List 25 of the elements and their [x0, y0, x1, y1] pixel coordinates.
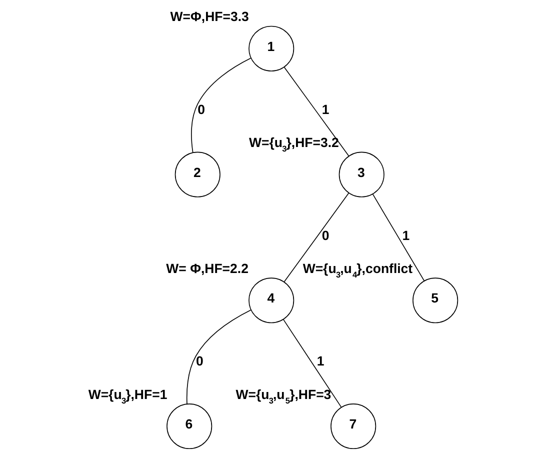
edge-label: 1 [321, 102, 329, 117]
node-circle: 1 [248, 26, 294, 72]
node-circle: 2 [174, 152, 220, 198]
edge-label: 1 [402, 228, 410, 243]
node-circle: 3 [338, 152, 384, 198]
connector [283, 66, 349, 156]
connector [283, 192, 349, 282]
node-circle: 5 [412, 278, 458, 324]
node-label: W={u$_{3}$,u$_{4}$},conflict [302, 260, 412, 280]
connector [282, 319, 342, 408]
edge-label: 0 [321, 228, 329, 243]
node-circle: 6 [166, 404, 212, 450]
node-label: W= Φ,HF=2.2 [166, 260, 248, 276]
node-circle: 7 [330, 404, 376, 450]
connector [190, 58, 251, 153]
node-label: W=Φ,HF=3.3 [170, 9, 248, 24]
node-label: W={u$_{3}$},HF=1 [88, 386, 167, 406]
node-label: W={u$_{3}$},HF=3.2 [248, 135, 338, 154]
edge-label: 1 [316, 354, 324, 369]
connector [372, 194, 424, 282]
edge-label: 0 [195, 354, 203, 369]
node-label: W={u$_{3}$,u$_{5}$},HF=3 [235, 386, 331, 406]
connector [186, 310, 251, 404]
node-circle: 4 [248, 278, 294, 324]
edge-label: 0 [197, 102, 205, 117]
